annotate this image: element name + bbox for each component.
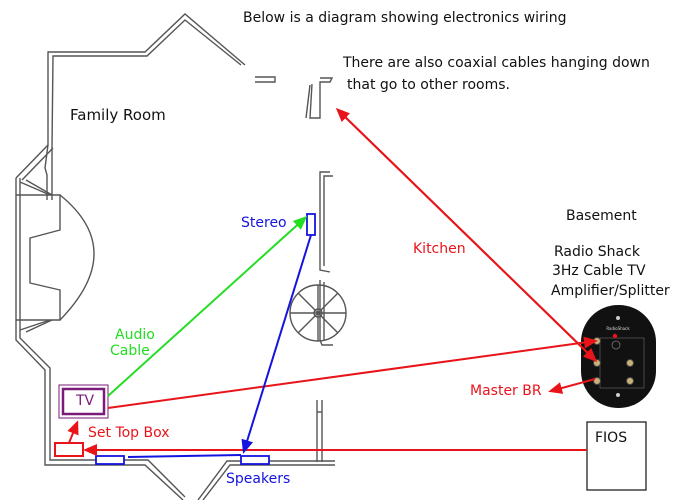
device-brand: RadioShack bbox=[606, 326, 630, 331]
coax-kitchen-end bbox=[339, 111, 598, 363]
output-port-4 bbox=[626, 377, 634, 385]
set-top-box-label: Set Top Box bbox=[88, 425, 170, 441]
output-port-2 bbox=[626, 359, 634, 367]
stereo-box[interactable] bbox=[306, 213, 316, 236]
bay-window bbox=[16, 179, 95, 333]
wall-outer bbox=[15, 13, 335, 500]
header-line-2: There are also coaxial cables hanging do… bbox=[343, 55, 650, 71]
fios-label: FIOS bbox=[595, 430, 628, 446]
kitchen-doorway bbox=[255, 76, 334, 119]
master-br-label: Master BR bbox=[470, 383, 542, 399]
room-label-basement: Basement bbox=[566, 208, 637, 224]
speaker-wire-stereo bbox=[241, 234, 312, 454]
kitchen-label: Kitchen bbox=[413, 241, 466, 257]
output-port-3 bbox=[593, 377, 601, 385]
coax-settop-to-tv bbox=[67, 420, 79, 444]
audio-cable-label-2: Cable bbox=[110, 343, 150, 359]
output-port-1 bbox=[593, 359, 601, 367]
device-name-line-2: 3Hz Cable TV bbox=[552, 263, 646, 279]
device-name-line-3: Amplifier/Splitter bbox=[551, 283, 670, 299]
speaker-left[interactable] bbox=[95, 455, 125, 465]
header-line-1: Below is a diagram showing electronics w… bbox=[243, 10, 567, 26]
power-led bbox=[612, 333, 618, 339]
coax-tv-to-splitter bbox=[107, 336, 598, 409]
room-label-family-room: Family Room bbox=[70, 106, 166, 124]
fios-box[interactable] bbox=[586, 421, 647, 491]
spiral-stair bbox=[289, 284, 347, 342]
tv-box[interactable] bbox=[61, 387, 106, 416]
speaker-wire-link bbox=[127, 454, 242, 458]
floor-plan bbox=[15, 13, 347, 500]
mount-hole-bottom bbox=[616, 393, 620, 397]
set-top-box[interactable] bbox=[54, 442, 84, 457]
tv-box-outer[interactable] bbox=[58, 384, 109, 419]
gain-knob bbox=[611, 340, 621, 350]
audio-cable-label-1: Audio bbox=[115, 327, 155, 343]
stereo-label: Stereo bbox=[241, 215, 287, 231]
device-name-line-1: Radio Shack bbox=[554, 244, 640, 260]
amplifier-splitter[interactable]: RadioShack bbox=[581, 305, 656, 408]
mount-hole-top bbox=[616, 316, 620, 320]
coax-master-br bbox=[548, 378, 596, 394]
interior-wall bbox=[316, 171, 333, 462]
header-line-3: that go to other rooms. bbox=[347, 77, 510, 93]
tv-label: TV bbox=[76, 393, 95, 409]
speakers-label: Speakers bbox=[226, 471, 291, 487]
audio-cable bbox=[107, 215, 308, 397]
cables bbox=[67, 107, 598, 458]
speaker-right[interactable] bbox=[240, 455, 270, 465]
